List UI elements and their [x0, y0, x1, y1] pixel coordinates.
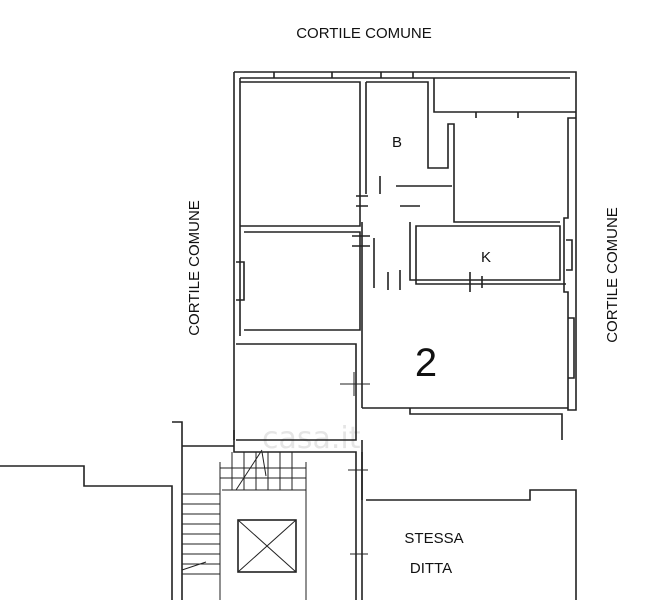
room-label-b: B	[392, 134, 402, 151]
room-label-k: K	[481, 249, 491, 266]
staircase	[0, 372, 577, 600]
label-stessa: STESSA	[404, 530, 463, 547]
unit-number: 2	[415, 341, 437, 385]
label-top-courtyard: CORTILE COMUNE	[296, 25, 432, 42]
apartment-walls	[233, 71, 577, 441]
label-left-courtyard: CORTILE COMUNE	[186, 200, 203, 336]
watermark: casa.it	[262, 421, 361, 456]
label-right-courtyard: CORTILE COMUNE	[604, 207, 621, 343]
label-ditta: DITTA	[410, 560, 452, 577]
